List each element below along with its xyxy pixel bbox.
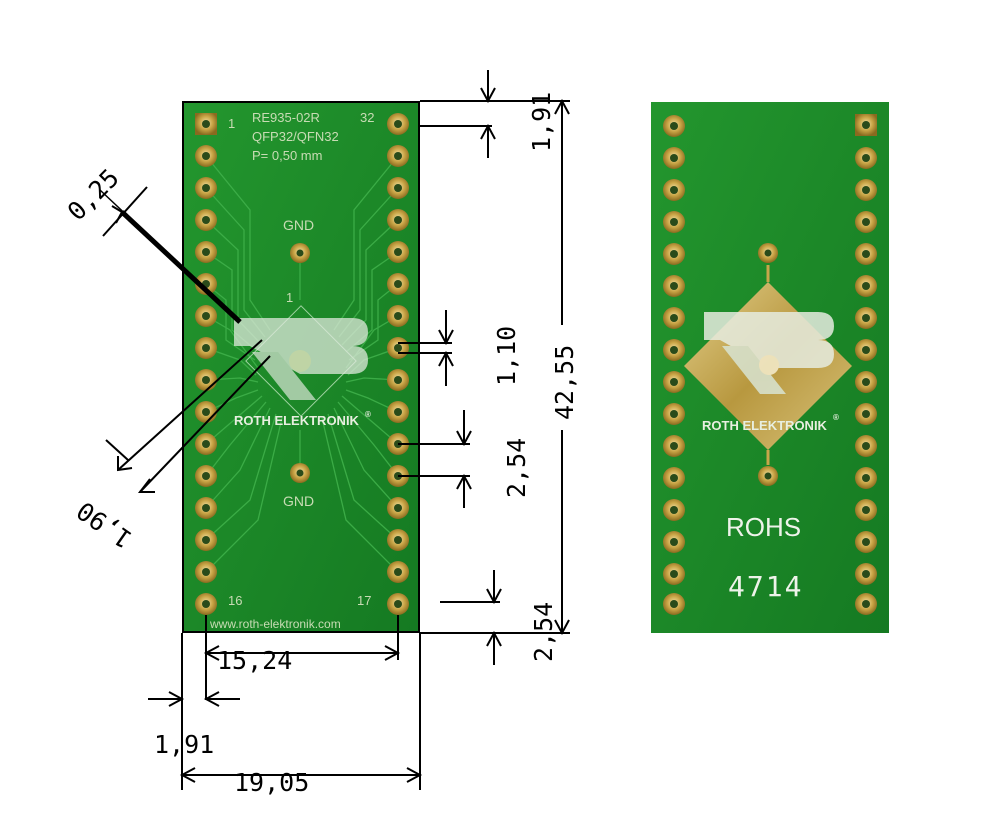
website-label: www.roth-elektronik.com xyxy=(209,617,341,631)
dim-diagonal: 1,90 xyxy=(71,496,137,554)
dim-bottom-offset: 2,54 xyxy=(529,602,558,662)
brand-label-back: ROTH ELEKTRONIK xyxy=(702,418,828,433)
dim-top-offset: 1,91 xyxy=(527,92,556,152)
dim-pad-pitch-small: 1,10 xyxy=(492,326,521,386)
dim-total-width: 19,05 xyxy=(234,768,309,797)
dim-left-offset: 1,91 xyxy=(154,730,214,759)
pin-1-label: 1 xyxy=(228,116,235,131)
roth-logo-back xyxy=(704,312,834,394)
brand-label-front: ROTH ELEKTRONIK xyxy=(234,413,360,428)
gnd-label-bottom: GND xyxy=(283,493,314,509)
part-number: RE935-02R xyxy=(252,110,320,125)
back-board: ROTH ELEKTRONIK ® ROHS 4714 xyxy=(651,102,889,633)
pin-16-label: 16 xyxy=(228,593,242,608)
pin-17-label: 17 xyxy=(357,593,371,608)
gnd-label-top: GND xyxy=(283,217,314,233)
dim-pin-pitch: 2,54 xyxy=(502,438,531,498)
batch-code: 4714 xyxy=(728,570,803,603)
pitch-label: P= 0,50 mm xyxy=(252,148,322,163)
back-left-pads xyxy=(663,115,685,615)
roth-logo-front xyxy=(234,318,368,400)
front-left-pads xyxy=(195,113,217,615)
dim-total-height: 42,55 xyxy=(550,345,579,420)
back-right-pads xyxy=(855,114,877,615)
dim-row-spacing: 15,24 xyxy=(217,646,292,675)
dim-pad-width: 0,25 xyxy=(62,163,125,226)
registered-mark-front: ® xyxy=(365,410,371,419)
pin-32-label: 32 xyxy=(360,110,374,125)
center-pin-label: 1 xyxy=(286,290,293,305)
registered-mark-back: ® xyxy=(833,413,839,422)
rohs-label: ROHS xyxy=(726,512,801,542)
dimension-lines xyxy=(99,70,570,790)
front-board: 1 RE935-02R 32 QFP32/QFN32 P= 0,50 mm GN… xyxy=(182,101,420,633)
package-label: QFP32/QFN32 xyxy=(252,129,339,144)
